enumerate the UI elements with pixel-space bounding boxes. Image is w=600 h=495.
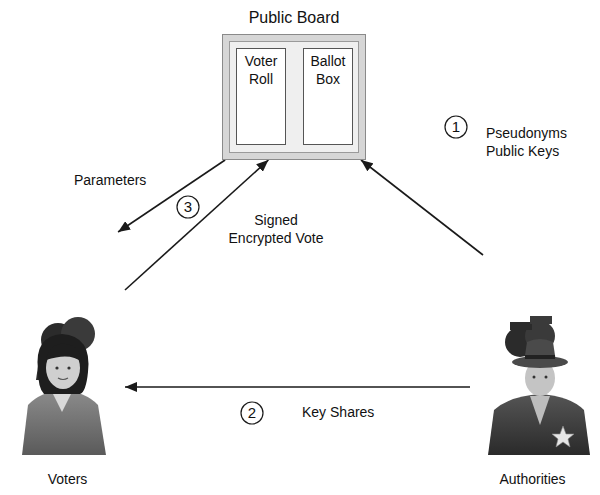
arrow-connector	[125, 386, 470, 388]
callout-circle	[177, 196, 199, 218]
edge-label: Key Shares	[300, 403, 376, 421]
callout-number: 2	[241, 402, 263, 424]
arrow-connector	[361, 160, 483, 255]
edge-label: Pseudonyms Public Keys	[484, 124, 584, 160]
actor-figure: Voters	[10, 232, 125, 492]
record-box: Voter Roll	[236, 48, 286, 145]
box-label: Ballot Box	[307, 53, 349, 88]
actor-name: Voters	[10, 471, 125, 489]
edge-label: Parameters	[72, 171, 148, 189]
box-label: Voter Roll	[240, 53, 282, 88]
board-title: Public Board	[215, 6, 373, 28]
authority-figures	[488, 316, 590, 455]
callout-circle	[241, 402, 263, 424]
edge-label: Signed Encrypted Vote	[222, 211, 330, 247]
callout-circle	[445, 116, 467, 138]
callout-number: 1	[445, 116, 467, 138]
record-box: Ballot Box	[303, 48, 353, 145]
actor-name: Authorities	[470, 471, 595, 489]
callout-number: 3	[177, 196, 199, 218]
actor-figure: Authorities	[470, 255, 595, 492]
board-panel: Public BoardVoter Roll Ballot Box	[215, 6, 373, 160]
voter-figures	[22, 317, 106, 455]
